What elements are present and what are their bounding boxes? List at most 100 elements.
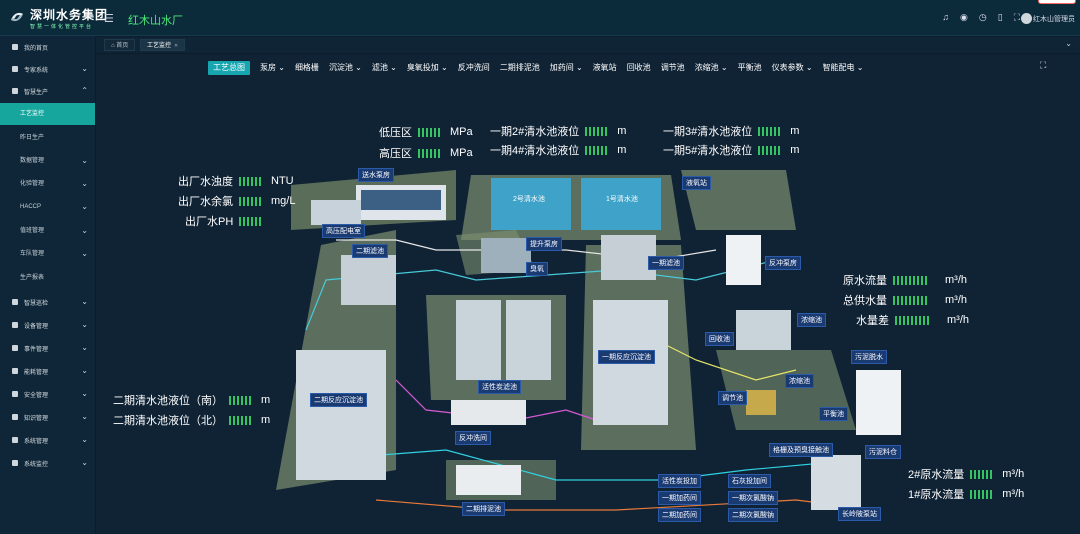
label-backwash-room[interactable]: 反冲洗间 [455, 431, 491, 445]
sidebar-item-production[interactable]: 智慧生产⌃ [0, 80, 95, 102]
sidebar-sub-lab[interactable]: 化验管理⌄ [0, 173, 95, 195]
subnav-power[interactable]: 智能配电 ⌄ [822, 63, 864, 72]
user-avatar[interactable] [1021, 13, 1032, 24]
metric-value [585, 126, 610, 136]
metric-value [758, 145, 783, 155]
metric-value [893, 275, 927, 285]
metric-value [970, 489, 995, 499]
user-name[interactable]: 红木山管理员 [1033, 16, 1075, 23]
sidebar-sub-fleet[interactable]: 车队管理⌄ [0, 243, 95, 265]
events-icon [12, 345, 18, 351]
device-icon[interactable]: ▯ [997, 12, 1003, 22]
label-hv-room[interactable]: 高压配电室 [322, 224, 365, 238]
theme-icon[interactable]: ◉ [960, 12, 968, 22]
label-sed-2[interactable]: 二期反应沉淀池 [310, 393, 367, 407]
sidebar-sub-data[interactable]: 数据管理⌄ [0, 150, 95, 172]
subnav-sedimentation[interactable]: 沉淀池 ⌄ [328, 63, 362, 72]
close-icon[interactable]: ✕ [174, 43, 179, 49]
tab-process-monitor[interactable]: 工艺监控✕ [140, 39, 186, 51]
sidebar-item-home[interactable]: 我的首页 [0, 36, 95, 58]
label-p2-sludge[interactable]: 二期排泥池 [462, 502, 505, 516]
label-ozone[interactable]: 臭氧 [526, 262, 548, 276]
label-p1-naclo[interactable]: 一期次氯酸钠 [728, 491, 778, 505]
sidebar-item-inspection[interactable]: 智慧巡检⌄ [0, 291, 95, 313]
metric-unit: m³/h [945, 274, 967, 286]
subnav-regulating[interactable]: 调节池 [660, 63, 685, 72]
sidebar-sub-label: 车队管理 [20, 251, 45, 257]
label-concentrate[interactable]: 浓缩池 [797, 313, 826, 327]
subnav-pump[interactable]: 泵房 ⌄ [260, 63, 285, 72]
metric-label: 低压区 [379, 127, 412, 139]
chevron-down-icon: ⌄ [81, 226, 88, 235]
subnav-instruments[interactable]: 仪表参数 ⌄ [771, 63, 813, 72]
sidebar-item-energy[interactable]: 能耗管理⌄ [0, 360, 95, 382]
sidebar-item-equipment[interactable]: 设备管理⌄ [0, 314, 95, 336]
subnav-backwash[interactable]: 反冲洗间 [457, 63, 490, 72]
label-filter-1[interactable]: 一期滤池 [648, 256, 684, 270]
help-icon[interactable]: ◷ [978, 12, 987, 22]
sidebar-item-knowledge[interactable]: 知识管理⌄ [0, 406, 95, 428]
label-regulating[interactable]: 调节池 [718, 391, 747, 405]
subnav-fine-grille[interactable]: 细格栅 [294, 63, 319, 72]
fullscreen-icon[interactable]: ⛶ [1013, 12, 1020, 22]
subnav-balance[interactable]: 平衡池 [737, 63, 762, 72]
tab-home[interactable]: ⌂ 首页 [104, 39, 136, 51]
label-lime-add[interactable]: 石灰投加间 [728, 474, 771, 488]
label-concentrate-2[interactable]: 浓缩池 [785, 374, 814, 388]
sidebar-sub-process-monitor[interactable]: 工艺监控 [0, 103, 95, 125]
fullscreen-toggle-icon[interactable]: ⛶ [1040, 60, 1047, 70]
chevron-down-icon: ⌄ [81, 366, 88, 375]
sidebar-sub-report[interactable]: 生产报表 [0, 267, 95, 289]
label-pool-1[interactable]: 1号清水池 [606, 196, 638, 203]
label-carbon-filter[interactable]: 活性炭滤池 [478, 380, 521, 394]
label-liquid-oxygen[interactable]: 液氧站 [682, 176, 711, 190]
subnav-recovery[interactable]: 回收池 [626, 63, 651, 72]
label-carbon-add[interactable]: 活性炭投加 [658, 474, 701, 488]
label-filter-2[interactable]: 二期滤池 [352, 244, 388, 258]
label-sed-1[interactable]: 一期反应沉淀池 [598, 350, 655, 364]
notification-bell-icon[interactable]: ♫ [942, 12, 950, 22]
chevron-down-icon[interactable]: ⌄ [1065, 39, 1072, 48]
label-recovery[interactable]: 回收池 [705, 332, 734, 346]
sidebar-sub-haccp[interactable]: HACCP⌄ [0, 196, 95, 218]
subnav-sludge-pool[interactable]: 二期排泥池 [499, 63, 540, 72]
label-grille[interactable]: 格栅及预臭接触池 [769, 443, 833, 457]
label-pool-2[interactable]: 2号清水池 [513, 196, 545, 203]
label-balance[interactable]: 平衡池 [819, 407, 848, 421]
metric-label: 1#原水流量 [908, 489, 965, 501]
sidebar-item-expert[interactable]: 专家系统⌄ [0, 58, 95, 80]
label-lift-pump[interactable]: 提升泵房 [526, 237, 562, 251]
label-changling[interactable]: 长岭陂泵站 [838, 507, 881, 521]
sidebar-item-events[interactable]: 事件管理⌄ [0, 337, 95, 359]
label-backwash-pump[interactable]: 反冲泵房 [765, 256, 801, 270]
brand: 深圳水务集团 智慧一体化管控平台 [30, 6, 108, 30]
label-p1-dosing[interactable]: 一期加药间 [658, 491, 701, 505]
sidebar-item-system[interactable]: 系统管理⌄ [0, 429, 95, 451]
metric-value [893, 295, 927, 305]
subnav-overview[interactable]: 工艺总图 [208, 61, 250, 75]
metric-ph: 出厂水PH [185, 213, 271, 229]
subnav-concentrate[interactable]: 浓缩池 ⌄ [694, 63, 728, 72]
sidebar-item-monitor[interactable]: 系统监控⌄ [0, 452, 95, 474]
sidebar: 我的首页 专家系统⌄ 智慧生产⌃ 工艺监控 昨日生产 数据管理⌄ 化验管理⌄ H… [0, 36, 95, 534]
sidebar-sub-duty[interactable]: 值班管理⌄ [0, 220, 95, 242]
menu-toggle-icon[interactable]: ☰ [104, 13, 114, 25]
subnav-filter[interactable]: 滤池 ⌄ [371, 63, 397, 72]
sidebar-item-label: 专家系统 [24, 67, 49, 74]
label-sludge-dewater[interactable]: 污泥脱水 [851, 350, 887, 364]
sidebar-sub-label: 数据管理 [20, 158, 45, 164]
metric-label: 出厂水PH [185, 216, 234, 228]
label-pump-house[interactable]: 送水泵房 [358, 168, 394, 182]
subnav-dosing[interactable]: 加药间 ⌄ [549, 63, 583, 72]
sidebar-sub-yesterday[interactable]: 昨日生产 [0, 127, 95, 149]
metric-label: 出厂水余氯 [178, 196, 233, 208]
subnav-liquid-oxygen[interactable]: 液氧站 [592, 63, 617, 72]
subnav-ozone[interactable]: 臭氧投加 ⌄ [406, 63, 448, 72]
tab-bar: ⌂ 首页 工艺监控✕ ⌄ [96, 37, 1080, 53]
label-sludge-bin[interactable]: 污泥料仓 [865, 445, 901, 459]
sidebar-item-safety[interactable]: 安全管理⌄ [0, 383, 95, 405]
label-p2-naclo[interactable]: 二期次氯酸钠 [728, 508, 778, 522]
label-p2-dosing[interactable]: 二期加药间 [658, 508, 701, 522]
